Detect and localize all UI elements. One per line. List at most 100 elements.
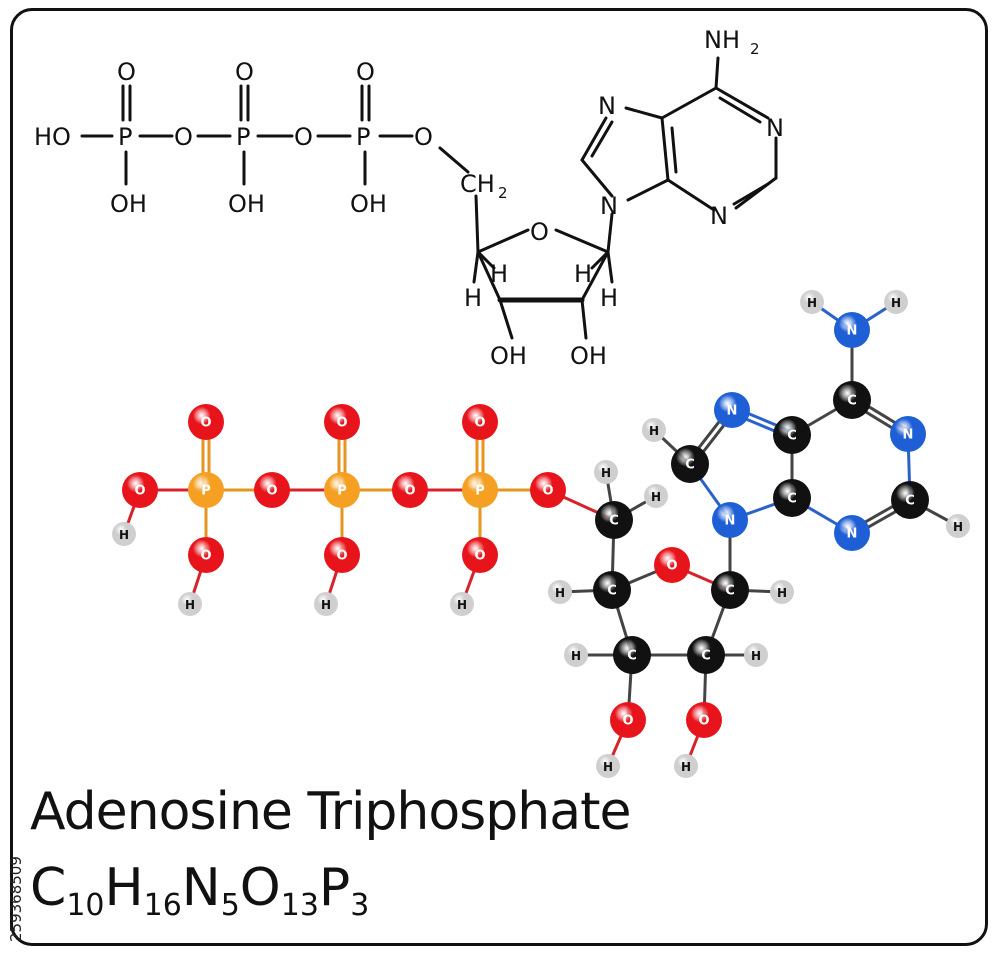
svg-text:O: O <box>530 218 549 246</box>
phosphorus-atom: P <box>188 472 224 508</box>
hydrogen-atom: H <box>800 290 824 314</box>
oxygen-ball <box>610 702 646 738</box>
hydrogen-symbol: H <box>953 520 963 534</box>
oxygen-symbol: O <box>200 416 211 431</box>
svg-text:N: N <box>766 114 784 142</box>
carbon-atom: C <box>833 381 871 419</box>
phosphorus-symbol: P <box>475 484 485 499</box>
nitrogen-symbol: N <box>903 428 914 443</box>
hydrogen-symbol: H <box>457 598 467 612</box>
hydrogen-symbol: H <box>777 586 787 600</box>
nitrogen-ball <box>714 392 750 428</box>
phosphorus-symbol: P <box>201 484 211 499</box>
oxygen-ball <box>254 472 290 508</box>
oxygen-symbol: O <box>622 714 633 729</box>
hydrogen-ball <box>314 592 338 616</box>
svg-text:N: N <box>598 92 616 120</box>
carbon-atom: C <box>613 636 651 674</box>
oxygen-symbol: O <box>336 416 347 431</box>
oxygen-symbol: O <box>200 549 211 564</box>
carbon-atom: C <box>671 445 709 483</box>
carbon-ball <box>711 571 749 609</box>
carbon-atom: C <box>687 636 725 674</box>
hydrogen-ball <box>594 460 618 484</box>
carbon-atom: C <box>595 501 633 539</box>
hydrogen-symbol: H <box>119 528 129 542</box>
nitrogen-symbol: N <box>847 324 858 339</box>
svg-text:OH: OH <box>490 342 527 370</box>
hydrogen-atom: H <box>564 643 588 667</box>
carbon-atom: C <box>773 416 811 454</box>
svg-text:O: O <box>174 123 193 151</box>
svg-text:P: P <box>118 123 132 151</box>
nitrogen-symbol: N <box>725 514 736 529</box>
formula-element: N <box>181 858 221 918</box>
carbon-symbol: C <box>787 492 797 507</box>
hydrogen-atom: H <box>884 290 908 314</box>
svg-text:N: N <box>710 202 728 230</box>
svg-text:H: H <box>574 260 592 288</box>
hydrogen-symbol: H <box>807 296 817 310</box>
svg-text:OH: OH <box>110 190 147 218</box>
hydrogen-ball <box>744 643 768 667</box>
hydrogen-ball <box>642 418 666 442</box>
svg-text:H: H <box>464 284 482 312</box>
hydrogen-ball <box>178 592 202 616</box>
svg-text:2: 2 <box>750 40 760 58</box>
carbon-ball <box>773 479 811 517</box>
phosphorus-ball <box>324 472 360 508</box>
oxygen-ball <box>462 404 498 440</box>
svg-text:OH: OH <box>570 342 607 370</box>
nitrogen-atom: N <box>712 502 748 538</box>
oxygen-ball <box>122 472 158 508</box>
hydrogen-ball <box>644 484 668 508</box>
svg-text:O: O <box>414 123 433 151</box>
hydrogen-symbol: H <box>601 466 611 480</box>
carbon-symbol: C <box>847 394 857 409</box>
nitrogen-ball <box>834 312 870 348</box>
oxygen-atom: O <box>254 472 290 508</box>
oxygen-symbol: O <box>266 484 277 499</box>
carbon-symbol: C <box>787 429 797 444</box>
carbon-symbol: C <box>725 584 735 599</box>
hydrogen-ball <box>112 522 136 546</box>
formula-count: 3 <box>350 888 370 923</box>
hydrogen-ball <box>800 290 824 314</box>
oxygen-ball <box>188 404 224 440</box>
hydrogen-symbol: H <box>681 760 691 774</box>
oxygen-ball <box>392 472 428 508</box>
nitrogen-ball <box>890 416 926 452</box>
oxygen-symbol: O <box>336 549 347 564</box>
hydrogen-ball <box>548 580 572 604</box>
svg-text:N: N <box>600 192 618 220</box>
carbon-atom: C <box>593 571 631 609</box>
oxygen-symbol: O <box>134 484 145 499</box>
carbon-ball <box>593 571 631 609</box>
nitrogen-ball <box>712 502 748 538</box>
oxygen-symbol: O <box>404 484 415 499</box>
hydrogen-atom: H <box>946 514 970 538</box>
oxygen-symbol: O <box>474 416 485 431</box>
oxygen-symbol: O <box>474 549 485 564</box>
hydrogen-ball <box>564 643 588 667</box>
phosphorus-atom: P <box>462 472 498 508</box>
hydrogen-symbol: H <box>751 649 761 663</box>
hydrogen-atom: H <box>770 580 794 604</box>
hydrogen-ball <box>674 754 698 778</box>
hydrogen-atom: H <box>548 580 572 604</box>
phosphorus-symbol: P <box>337 484 347 499</box>
hydrogen-ball <box>450 592 474 616</box>
nitrogen-symbol: N <box>847 527 858 542</box>
oxygen-symbol: O <box>542 484 553 499</box>
hydrogen-atom: H <box>674 754 698 778</box>
hydrogen-symbol: H <box>321 598 331 612</box>
hydrogen-atom: H <box>314 592 338 616</box>
carbon-ball <box>613 636 651 674</box>
carbon-ball <box>671 445 709 483</box>
carbon-ball <box>891 481 929 519</box>
hydrogen-atom: H <box>642 418 666 442</box>
formula-count: 16 <box>143 888 182 923</box>
hydrogen-atom: H <box>644 484 668 508</box>
svg-text:OH: OH <box>350 190 387 218</box>
hydrogen-atom: H <box>596 754 620 778</box>
